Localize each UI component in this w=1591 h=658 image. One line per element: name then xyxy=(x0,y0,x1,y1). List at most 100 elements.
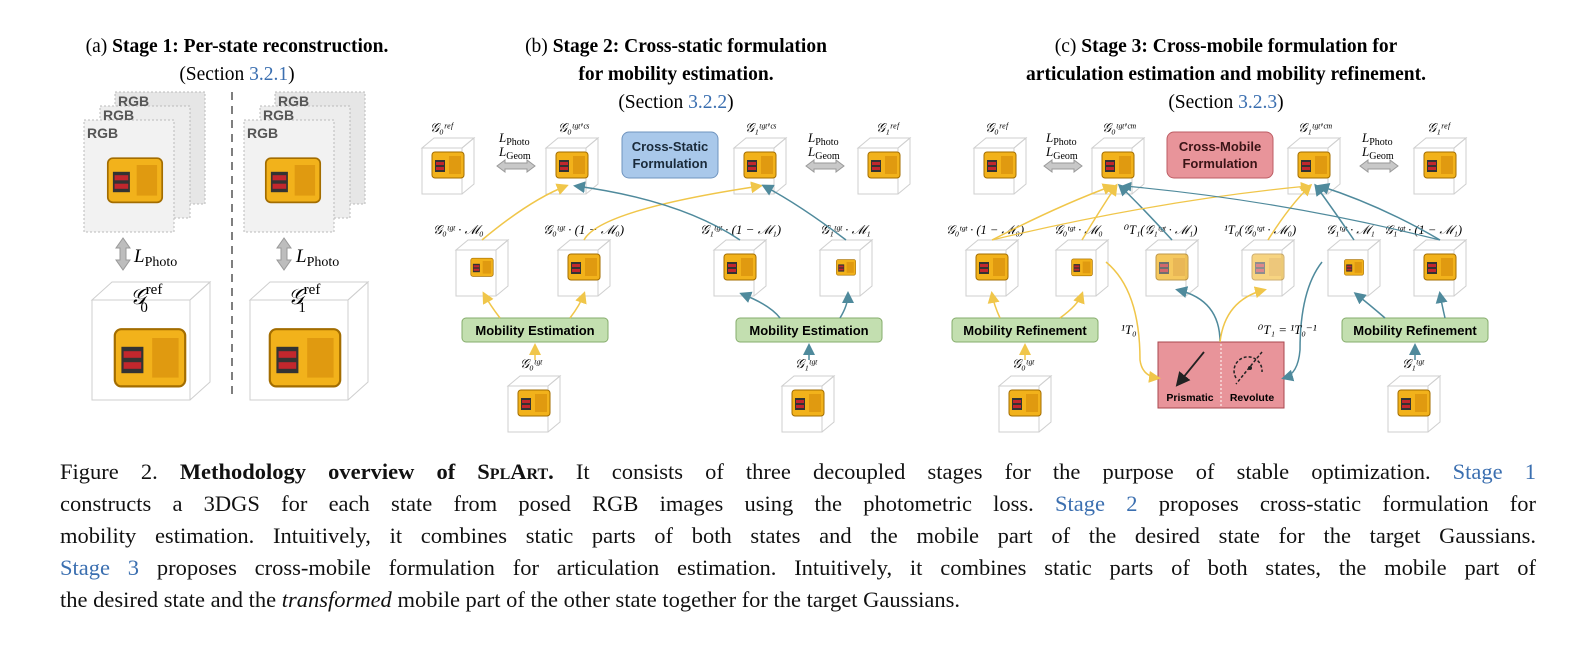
panel-b-section-open: (Section xyxy=(618,92,688,113)
arrow xyxy=(1353,292,1386,319)
s3-loss-photo-left: LPhoto xyxy=(1045,130,1077,148)
svg-text:(Section 3.2.3): (Section 3.2.3) xyxy=(1168,92,1283,113)
s2-loss-geom-left: LGeom xyxy=(498,144,531,162)
arrow xyxy=(583,181,763,241)
panel-b-title: (b) Stage 2: Cross-static formulation fo… xyxy=(525,36,827,113)
s2-term-3: 𝒢₁ᵗᵍᵗ · (1 − ℳ₁) xyxy=(700,222,781,237)
rgb-label: RGB xyxy=(103,107,134,123)
arrow xyxy=(1175,286,1221,343)
s2-term-2: 𝒢₀ᵗᵍᵗ · (1 − ℳ₀) xyxy=(543,222,624,237)
stage3-diagram: 𝒢₀ʳᵉᶠ 𝒢₀ᵗᵍᵗ'ᶜᵐ 𝒢₁ᵗᵍᵗ'ᶜᵐ 𝒢₁ʳᵉᶠ LPhoto LGe… xyxy=(946,120,1489,433)
s2-g0-tgt-cs-cube xyxy=(545,137,599,195)
panel-b-section-link[interactable]: 3.2.2 xyxy=(688,92,727,113)
svg-text:(c) Stage 3: Cross-mobile form: (c) Stage 3: Cross-mobile formulation fo… xyxy=(1055,36,1398,57)
rgb-label: RGB xyxy=(247,125,278,141)
stage2-diagram: 𝒢₀ʳᵉᶠ 𝒢₀ᵗᵍᵗ'ᶜˢ 𝒢₁ᵗᵍᵗ'ᶜˢ 𝒢₁ʳᵉᶠ LPhoto LGe… xyxy=(421,120,911,433)
panel-a-heading: Stage 1: Per-state reconstruction. xyxy=(112,36,388,57)
caption-line-3: mobility estimation. Intuitively, it com… xyxy=(60,520,1536,552)
panel-c-prefix: (c) xyxy=(1055,36,1082,57)
cross-mobile-formulation-box xyxy=(1166,131,1274,179)
transform-0t1-label: ⁰T₁ = ¹T₀⁻¹ xyxy=(1257,322,1317,337)
s2-g1-tgt-cs-label: 𝒢₁ᵗᵍᵗ'ᶜˢ xyxy=(745,120,777,135)
s2-term-1-cube xyxy=(455,239,509,297)
stage1-link[interactable]: Stage 1 xyxy=(1452,459,1536,484)
rgb-label: RGB xyxy=(263,107,294,123)
panel-b-heading-2: for mobility estimation. xyxy=(578,64,773,85)
arrow xyxy=(1059,291,1085,319)
s2-term-4-cube xyxy=(819,239,873,297)
double-arrow-icon xyxy=(276,237,292,271)
panel-c-section-link[interactable]: 3.2.3 xyxy=(1238,92,1277,113)
arrow xyxy=(569,291,587,319)
caption-line-2: constructs a 3DGS for each state from po… xyxy=(60,488,1536,520)
caption-text: constructs a 3DGS for each state from po… xyxy=(60,491,1034,516)
mobility-estimation-label-0: Mobility Estimation xyxy=(475,323,594,338)
panel-a-prefix: (a) xyxy=(86,36,113,57)
g0-ref-cube xyxy=(90,280,212,401)
s2-g0-ref-cube xyxy=(421,137,475,195)
stage3-link[interactable]: Stage 3 xyxy=(60,555,140,580)
caption-line-1: Figure 2. Methodology overview of SplArt… xyxy=(60,456,1536,488)
s2-input-1-label: 𝒢₁ᵗᵍᵗ xyxy=(795,356,818,371)
panel-c-heading: Stage 3: Cross-mobile formulation for xyxy=(1081,36,1397,57)
s2-term-4: 𝒢₁ᵗᵍᵗ · ℳ₁ xyxy=(820,222,871,237)
prismatic-icon xyxy=(1175,351,1205,387)
s2-g1-ref-cube xyxy=(857,137,911,195)
s3-g0-ref-label: 𝒢₀ʳᵉᶠ xyxy=(985,120,1009,135)
panel-b-prefix: (b) xyxy=(525,36,553,57)
panel-c-section-close: ) xyxy=(1277,92,1284,113)
stage1-loss-left: LPhoto xyxy=(133,246,177,270)
arrow xyxy=(1121,181,1441,241)
rgb-stack-state1: RGB RGB RGB xyxy=(243,91,366,233)
s2-g0-tgt-cs-label: 𝒢₀ᵗᵍᵗ'ᶜˢ xyxy=(558,120,590,135)
panel-c-section-open: (Section xyxy=(1168,92,1238,113)
s3-term-3: ⁰T₁(𝒢₁ᵗᵍᵗ · ℳ₁) xyxy=(1123,223,1197,237)
s3-input-0-cube xyxy=(998,375,1052,433)
arrow xyxy=(573,181,741,241)
transform-1t0-label: ¹T₀ xyxy=(1121,322,1137,337)
arrow xyxy=(991,183,1115,241)
s3-g0-ref-cube xyxy=(973,137,1027,195)
rgb-stack-state0: RGB RGB RGB xyxy=(83,91,206,233)
s3-term-1-cube xyxy=(965,239,1019,297)
panel-a-title: (a) Stage 1: Per-state reconstruction. (… xyxy=(86,36,389,85)
s3-input-0-label: 𝒢₀ᵗᵍᵗ xyxy=(1012,356,1035,371)
figure-caption: Figure 2. Methodology overview of SplArt… xyxy=(60,456,1536,616)
s2-term-3-cube xyxy=(713,239,767,297)
s2-input-0-cube xyxy=(507,375,561,433)
mobility-refinement-label-0: Mobility Refinement xyxy=(963,323,1087,338)
svg-text:(b) Stage 2: Cross-static form: (b) Stage 2: Cross-static formulation xyxy=(525,36,827,57)
caption-text: proposes cross-mobile formulation for ar… xyxy=(139,555,1536,580)
caption-text: the desired state and the xyxy=(60,587,282,612)
cross-mobile-label-1: Cross-Mobile xyxy=(1179,139,1261,154)
caption-line-4: Stage 3 proposes cross-mobile formulatio… xyxy=(60,552,1536,584)
s2-loss-photo-right: LPhoto xyxy=(807,130,839,148)
revolute-label: Revolute xyxy=(1230,392,1275,404)
panel-a-section-link[interactable]: 3.2.1 xyxy=(249,64,288,85)
double-arrow-icon xyxy=(1043,159,1083,173)
panel-c-heading-2: articulation estimation and mobility ref… xyxy=(1026,64,1426,85)
arrow xyxy=(1435,291,1448,319)
s3-term-3-cube xyxy=(1145,239,1199,297)
cross-mobile-label-2: Formulation xyxy=(1182,156,1257,171)
stage1-loss-right: LPhoto xyxy=(295,246,339,270)
s2-loss-photo-left: LPhoto xyxy=(498,130,530,148)
mobility-estimation-box-0 xyxy=(461,317,609,343)
s3-g0-tgt-cm-label: 𝒢₀ᵗᵍᵗ'ᶜᵐ xyxy=(1102,120,1136,135)
double-arrow-icon xyxy=(496,159,536,173)
rgb-label: RGB xyxy=(118,93,149,109)
s3-g1-ref-cube xyxy=(1413,137,1467,195)
caption-text: It consists of three decoupled stages fo… xyxy=(553,459,1431,484)
mobility-estimation-box-1 xyxy=(735,317,883,343)
s2-input-1-cube xyxy=(781,375,835,433)
svg-text:(a) Stage 1: Per-state reconst: (a) Stage 1: Per-state reconstruction. xyxy=(86,36,389,57)
s3-term-6-cube xyxy=(1413,239,1467,297)
s3-g1-tgt-cm-label: 𝒢₁ᵗᵍᵗ'ᶜᵐ xyxy=(1298,120,1332,135)
stage2-link[interactable]: Stage 2 xyxy=(1055,491,1138,516)
panel-b-section-close: ) xyxy=(727,92,734,113)
arrow xyxy=(1281,261,1323,382)
double-arrow-icon xyxy=(1359,159,1399,173)
arrow xyxy=(839,291,854,319)
panel-a-section-open: (Section xyxy=(179,64,249,85)
